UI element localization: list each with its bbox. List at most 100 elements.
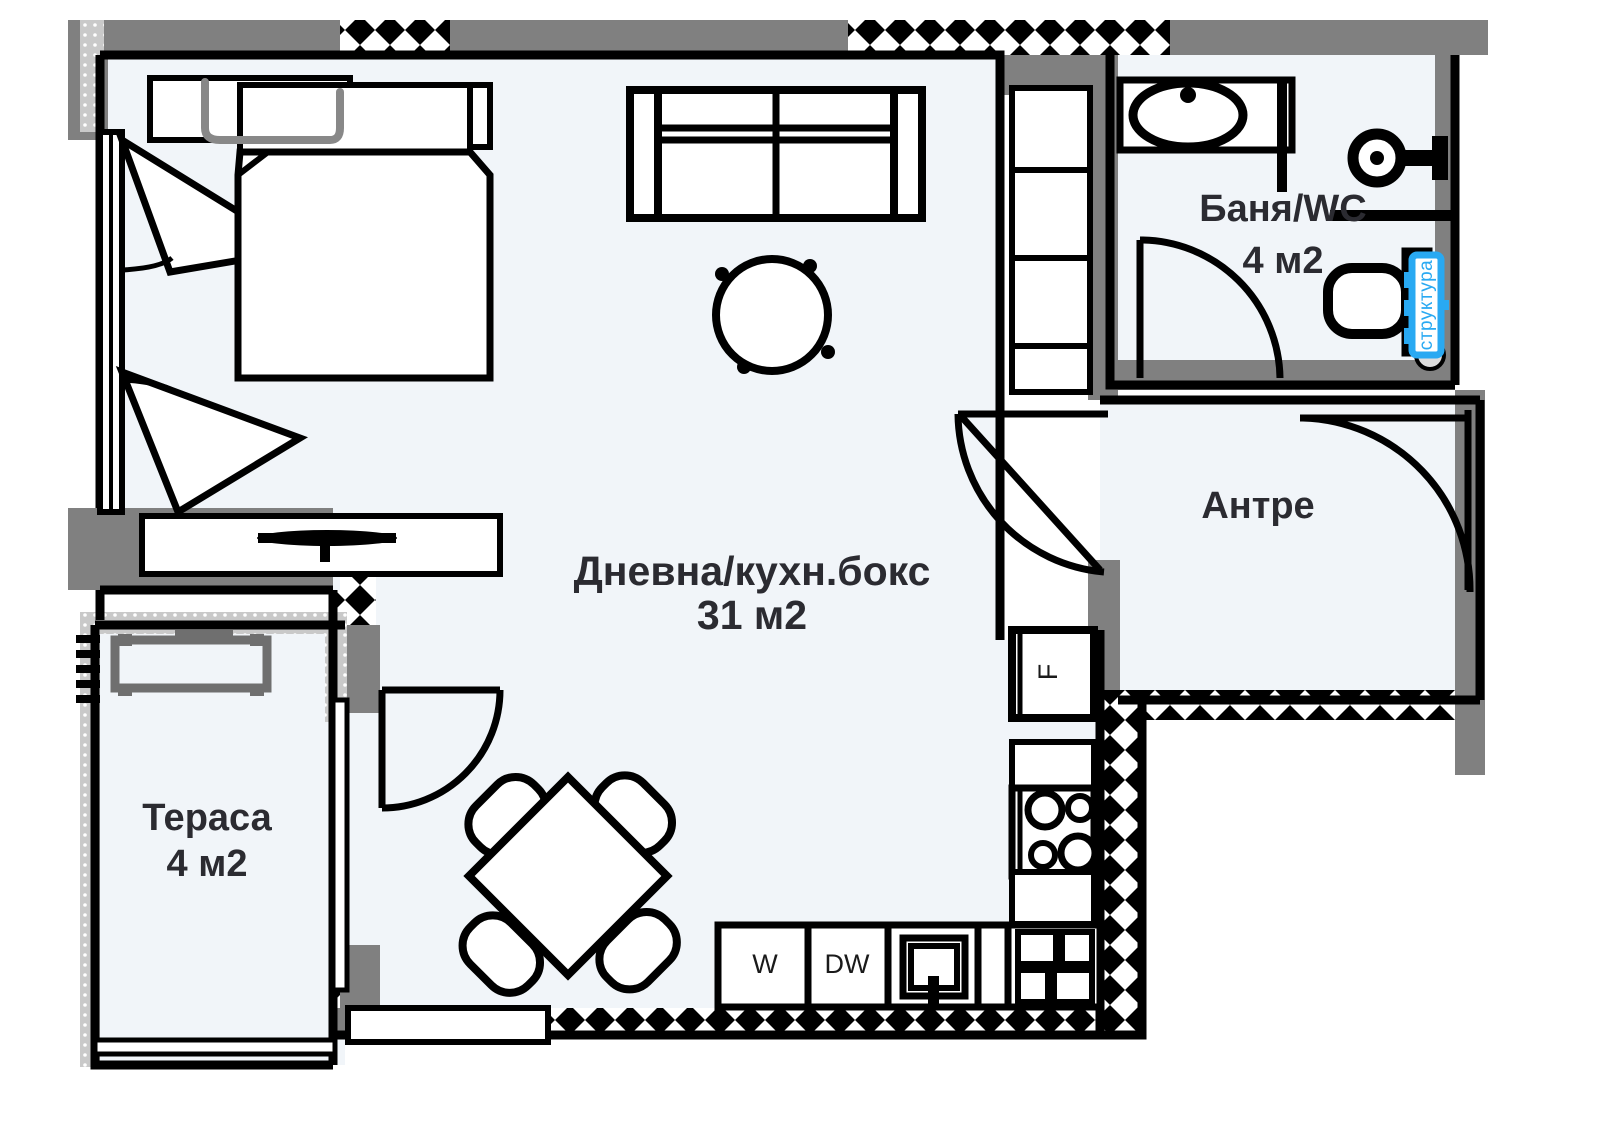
shower-screen <box>1330 210 1454 221</box>
floor-hall <box>1100 400 1480 700</box>
toilet-bowl <box>1323 263 1411 339</box>
tv-screen <box>257 530 397 546</box>
outline-bottom <box>330 700 1147 1040</box>
doors-group <box>378 236 1474 812</box>
terrace-louvers <box>76 635 100 703</box>
washer-label: W <box>752 949 778 979</box>
wall-kitchen-vertical-hatch <box>1100 690 1142 1038</box>
dining-set <box>458 771 681 997</box>
coffee-table-leg-1 <box>715 267 729 281</box>
dishwasher <box>804 921 892 1011</box>
wall-top-hatch-1 <box>340 20 450 55</box>
ac-bracket-1 <box>118 634 132 646</box>
floor-terrace <box>95 625 345 1065</box>
kitchen-tall-column <box>1009 85 1093 395</box>
coffee-table-top <box>712 255 832 375</box>
bath-pipe-lower <box>1277 140 1287 192</box>
terrace-sliding-panel <box>330 697 350 993</box>
coffee-table-leg-3 <box>821 345 835 359</box>
watermark-tick-1 <box>1404 272 1414 288</box>
coffee-table-leg-2 <box>803 259 817 273</box>
kitchen-tile-2 <box>1059 929 1095 967</box>
fridge-label: F <box>1033 664 1063 681</box>
door-terrace-arc[interactable] <box>381 689 504 812</box>
sink-faucet <box>928 976 939 1004</box>
outline-bath <box>1105 55 1455 390</box>
kitchen-base-cabinet-lower <box>1009 869 1097 927</box>
wall-hall-bottom-hatch <box>1105 690 1483 720</box>
burner-2 <box>1065 793 1095 823</box>
kitchen-cabinet-3 <box>1009 255 1093 349</box>
bed-pillow-folds <box>236 149 493 178</box>
shower-head-center <box>1370 151 1384 165</box>
coffee-table-leg-4 <box>737 360 751 374</box>
kitchen-tile-3 <box>1015 967 1051 1005</box>
living-furniture <box>626 86 926 375</box>
door-entry-arc[interactable] <box>1302 414 1474 593</box>
fridge <box>1008 626 1098 722</box>
burner-1 <box>1024 789 1066 831</box>
wall-top-outer <box>68 20 1488 55</box>
window-swing-lower <box>121 377 178 395</box>
kitchen-cabinet-2 <box>1009 167 1093 261</box>
room-label-living-name: Дневна/кухн.бокс <box>574 548 931 594</box>
sofa-arm-right <box>890 86 926 222</box>
kitchen-drawer-narrow <box>974 921 1012 1011</box>
ac-bracket-4 <box>250 684 264 696</box>
washer <box>714 921 814 1011</box>
washbasin <box>1128 78 1248 152</box>
room-label-hall-name: Антре <box>1201 485 1314 527</box>
watermark-label: структура <box>1416 260 1437 350</box>
room-label-bath-area: 4 м2 <box>1243 240 1324 282</box>
window-swing-upper <box>121 255 174 273</box>
terrace-balustrade <box>92 1037 338 1057</box>
bedside-lamp-rail <box>201 78 344 144</box>
wall-left-mid <box>68 508 108 590</box>
dining-table <box>463 771 673 981</box>
ac-bracket-3 <box>118 684 132 696</box>
shower-arm <box>1398 150 1440 166</box>
sofa <box>626 86 926 222</box>
watermark-tick-4 <box>1439 300 1449 310</box>
bed-headboard <box>237 82 473 158</box>
door-living-hall-arc[interactable] <box>954 413 1105 576</box>
room-label-terrace-name: Тераса <box>142 797 272 839</box>
watermark-tick-3 <box>1404 328 1414 344</box>
watermark-tick-2 <box>1404 300 1414 316</box>
bath-pipe-vertical <box>1277 82 1287 184</box>
dishwasher-label: DW <box>825 949 870 979</box>
door-bath-arc[interactable] <box>1139 236 1284 379</box>
room-label-living-area: 31 м2 <box>697 592 807 638</box>
ac-bracket-2 <box>250 634 264 646</box>
watermark-badge: структура <box>1404 251 1449 359</box>
outline-terrace <box>90 625 333 1070</box>
room-label-terrace-area: 4 м2 <box>167 843 248 885</box>
kitchen-cabinet-4 <box>1009 343 1093 395</box>
terrace-glazing <box>92 697 551 1057</box>
terrace-bottom-glazing <box>345 1005 551 1045</box>
bed <box>234 148 494 382</box>
sofa-arm-left <box>626 86 662 222</box>
kitchen-tile-4 <box>1051 967 1095 1005</box>
bedroom-furniture <box>139 75 503 577</box>
coffee-table <box>712 255 835 375</box>
burner-3 <box>1028 840 1058 870</box>
ac-condenser <box>110 635 272 693</box>
room-labels: Дневна/кухн.бокс 31 м2 Баня/WC 4 м2 Антр… <box>142 188 1366 885</box>
window-leaf-lower <box>115 365 309 518</box>
kitchen-tile-1 <box>1015 929 1059 967</box>
kitchen-units <box>714 85 1104 1011</box>
outline-hall-bottom <box>1095 630 1480 705</box>
outline-top <box>100 50 1005 640</box>
ac-top-vent <box>175 630 233 638</box>
door-living-hall-leaf-line[interactable] <box>957 412 1103 573</box>
dining-chairs <box>458 771 681 997</box>
terrace-items <box>76 630 272 703</box>
basin-tap <box>1180 87 1196 103</box>
bathroom-fixtures <box>1116 76 1454 371</box>
room-label-bath-name: Баня/WC <box>1199 188 1366 230</box>
appliance-labels: W DW F <box>752 664 1063 979</box>
shower-wall-mount <box>1432 136 1448 180</box>
